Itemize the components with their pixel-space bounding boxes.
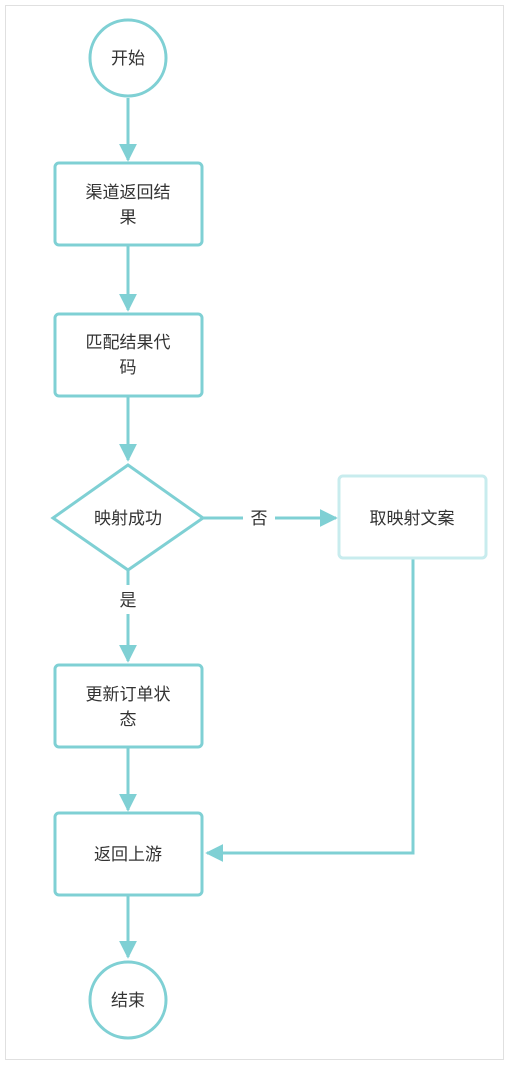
edge-label-yes: 是	[120, 591, 137, 611]
process-match-code: 匹配结果代 码	[53, 312, 204, 398]
channel-result-line1: 渠道返回结	[86, 183, 171, 203]
start-node: 开始	[88, 18, 168, 98]
match-code-line1: 匹配结果代	[86, 333, 171, 353]
return-upstream-label: 返回上游	[94, 845, 162, 865]
process-channel-result: 渠道返回结 果	[53, 161, 204, 247]
update-order-line2: 态	[120, 710, 137, 730]
get-mapping-text-label: 取映射文案	[370, 509, 455, 529]
end-label: 结束	[111, 991, 145, 1011]
process-return-upstream: 返回上游	[53, 811, 204, 897]
edges	[119, 98, 415, 959]
edge-label-no: 否	[251, 509, 268, 529]
channel-result-line2: 果	[120, 208, 137, 228]
start-label: 开始	[111, 49, 145, 69]
process-get-mapping-text: 取映射文案	[337, 474, 488, 560]
decision-mapping-success: 映射成功	[50, 463, 206, 572]
decision-label: 映射成功	[94, 509, 162, 529]
update-order-line1: 更新订单状	[86, 685, 171, 705]
process-update-order: 更新订单状 态	[53, 663, 204, 749]
edge-mapping-to-return	[205, 559, 415, 862]
end-node: 结束	[88, 960, 168, 1040]
match-code-line2: 码	[120, 358, 137, 378]
